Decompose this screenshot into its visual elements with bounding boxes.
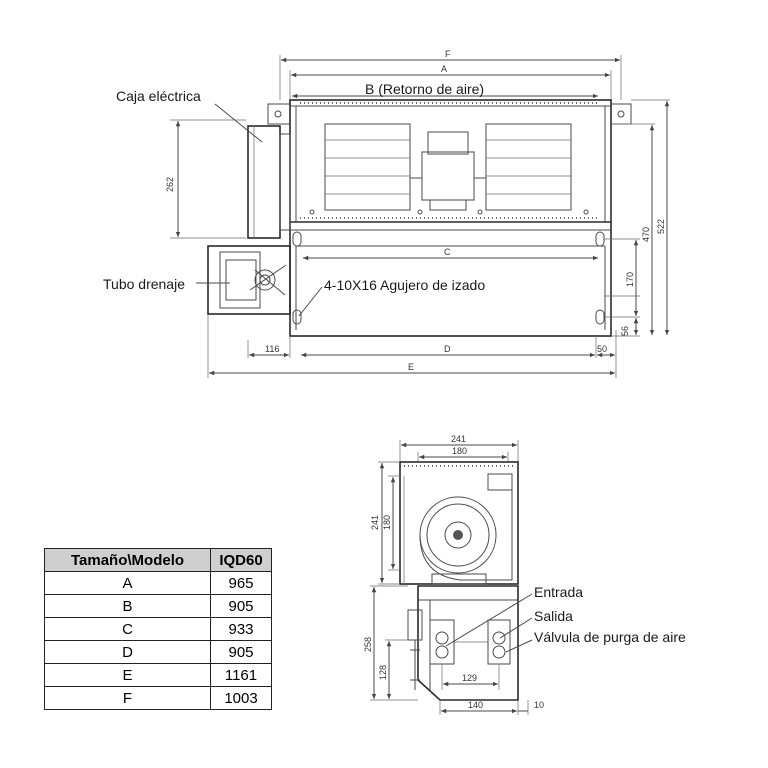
dim-label-f: F: [445, 49, 451, 59]
caja-leader: [214, 103, 263, 143]
table-row: D 905: [44, 640, 272, 664]
dim-label-e: E: [408, 362, 414, 372]
row-size: B: [44, 594, 211, 618]
row-value: 965: [210, 571, 272, 595]
dim-label-c: C: [444, 247, 451, 257]
row-size: C: [44, 617, 211, 641]
side-view: 241 180 241 180: [363, 434, 686, 715]
dim-label-241-side: 241: [370, 515, 380, 530]
tubo-drenaje-label: Tubo drenaje: [103, 276, 185, 292]
table-row: F 1003: [44, 686, 272, 710]
row-value: 905: [210, 640, 272, 664]
valvula-label: Válvula de purga de aire: [534, 629, 686, 645]
dim-label-56: 56: [620, 326, 630, 336]
retorno-aire-label: B (Retorno de aire): [365, 81, 484, 97]
entrada-label: Entrada: [534, 584, 583, 600]
unit-housing: [289, 99, 612, 337]
side-drain-pipe: [407, 609, 423, 690]
dim-label-129: 129: [462, 673, 477, 683]
row-value: 933: [210, 617, 272, 641]
outlet-fitting: [487, 473, 513, 491]
table-row: C 933: [44, 617, 272, 641]
dim-label-128: 128: [378, 665, 388, 680]
valvula-leader: [505, 639, 533, 653]
dim-label-d: D: [444, 344, 451, 354]
left-blower: [324, 123, 411, 211]
drain-assembly: [207, 245, 291, 315]
salida-label: Salida: [534, 608, 573, 624]
dim-label-262: 262: [165, 177, 175, 192]
electric-box: [247, 125, 291, 239]
dim-label-258: 258: [363, 637, 373, 652]
hoist-hole-br: [595, 309, 605, 325]
left-bracket: [267, 103, 291, 125]
dim-label-241-top: 241: [451, 434, 466, 444]
top-view: F A B (Retorno de aire): [103, 49, 670, 378]
dim-label-180-top: 180: [452, 446, 467, 456]
row-size: D: [44, 640, 211, 664]
fan-motor: [410, 131, 486, 211]
header-size-model: Tamaño\Modelo: [44, 548, 211, 572]
row-value: 1003: [210, 686, 272, 710]
right-bracket: [610, 103, 632, 125]
table-header-row: Tamaño\Modelo IQD60: [44, 548, 272, 572]
right-blower: [485, 123, 572, 211]
header-model: IQD60: [210, 548, 272, 572]
hoist-hole-tr: [595, 231, 605, 247]
salida-leader: [499, 617, 533, 639]
hoist-hole-tl: [292, 231, 302, 247]
coil-box: [417, 585, 519, 701]
agujero-izado-label: 4-10X16 Agujero de izado: [324, 277, 485, 293]
izado-leader: [298, 286, 323, 317]
dim-label-50: 50: [597, 344, 607, 354]
row-size: A: [44, 571, 211, 595]
row-size: F: [44, 686, 211, 710]
entrada-leader: [445, 593, 533, 647]
hoist-hole-bl: [292, 309, 302, 325]
dim-label-140: 140: [468, 700, 483, 710]
dim-label-180-side: 180: [382, 515, 392, 530]
caja-electrica-label: Caja eléctrica: [116, 88, 201, 104]
table-row: A 965: [44, 571, 272, 595]
dim-label-10: 10: [534, 700, 544, 710]
dim-label-470: 470: [641, 227, 651, 242]
table-row: B 905: [44, 594, 272, 618]
row-value: 905: [210, 594, 272, 618]
table-row: E 1161: [44, 663, 272, 687]
dim-label-170: 170: [625, 272, 635, 287]
dim-label-116: 116: [265, 344, 279, 354]
spec-table: Tamaño\Modelo IQD60 A 965 B 905 C 933 D …: [44, 548, 272, 710]
row-value: 1161: [210, 663, 272, 687]
dim-label-a: A: [441, 64, 447, 74]
blower-hub: [444, 521, 472, 549]
row-size: E: [44, 663, 211, 687]
dim-label-522: 522: [656, 219, 666, 234]
